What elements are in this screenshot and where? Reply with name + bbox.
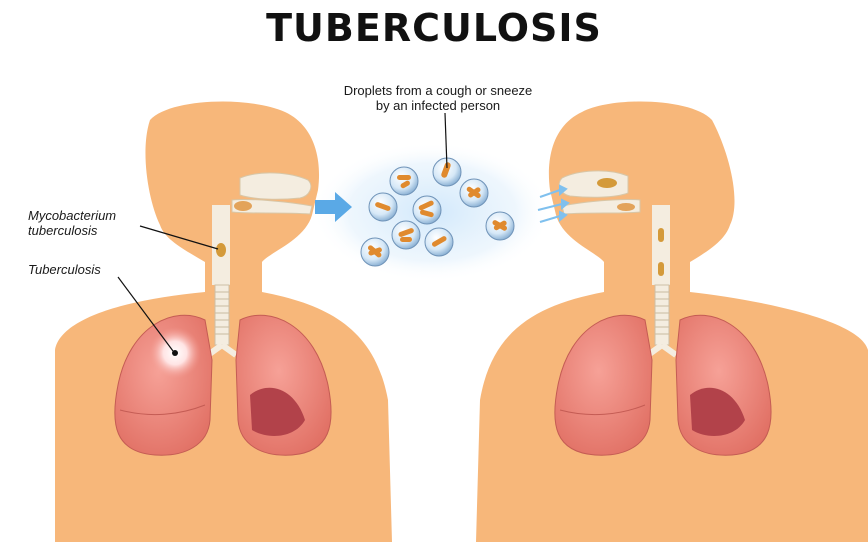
- droplet-icon: [425, 228, 453, 256]
- droplet-icon: [392, 221, 420, 249]
- right-trachea: [655, 285, 669, 345]
- tuberculosis-label: Tuberculosis: [28, 262, 101, 277]
- droplet-icon: [369, 193, 397, 221]
- right-oral-bacterium: [617, 203, 635, 211]
- droplet-cloud: [312, 142, 568, 282]
- left-trachea: [215, 285, 229, 345]
- exposed-person: [476, 102, 868, 542]
- page-title: TUBERCULOSIS: [0, 6, 868, 50]
- mycobacterium-label: Mycobacterium tuberculosis: [28, 208, 116, 238]
- myco-label-line2: tuberculosis: [28, 223, 116, 238]
- droplet-icon: [361, 238, 389, 266]
- right-nasal-cavity: [559, 171, 628, 197]
- droplets-label: Droplets from a cough or sneeze by an in…: [318, 83, 558, 113]
- droplet-icon: [413, 196, 441, 224]
- left-nasal-cavity: [240, 173, 311, 199]
- droplet-icon: [486, 212, 514, 240]
- myco-label-line1: Mycobacterium: [28, 208, 116, 223]
- droplets-label-line2: by an infected person: [318, 98, 558, 113]
- right-body-silhouette: [476, 102, 868, 542]
- left-trachea-bacterium: [216, 243, 226, 257]
- right-trachea-bacterium-2: [658, 262, 664, 276]
- left-oral-bacterium: [234, 201, 252, 211]
- right-trachea-bacterium-1: [658, 228, 664, 242]
- droplets-label-line1: Droplets from a cough or sneeze: [318, 83, 558, 98]
- droplet-icon: [390, 167, 418, 195]
- right-nasal-bacterium: [597, 178, 617, 188]
- droplet-icon: [460, 179, 488, 207]
